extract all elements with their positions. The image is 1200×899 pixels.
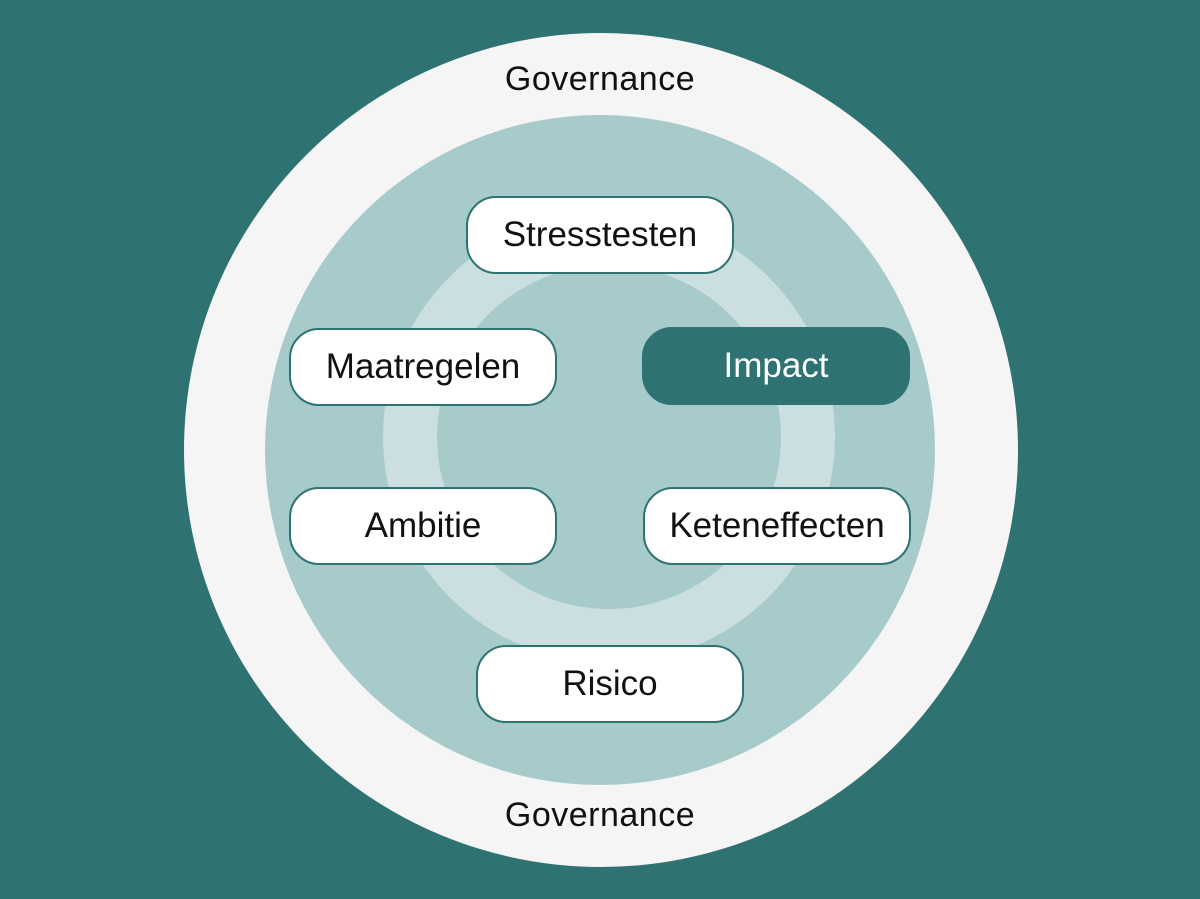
step-ambitie[interactable]: Ambitie [289,487,557,565]
step-stresstesten[interactable]: Stresstesten [466,196,734,274]
step-impact[interactable]: Impact [642,327,910,405]
governance-label-top: Governance [504,60,696,98]
governance-label-bottom: Governance [504,796,696,834]
step-risico[interactable]: Risico [476,645,744,723]
step-keteneffecten[interactable]: Keteneffecten [643,487,911,565]
step-maatregelen[interactable]: Maatregelen [289,328,557,406]
